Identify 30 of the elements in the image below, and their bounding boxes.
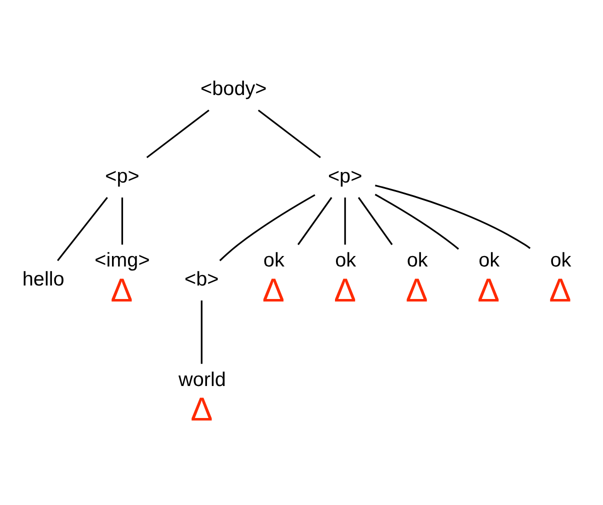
connector <box>219 194 316 261</box>
connector <box>374 184 531 248</box>
node-label: Δ <box>262 272 284 310</box>
connector <box>200 300 202 364</box>
node-label: Δ <box>334 272 356 310</box>
connector <box>344 197 346 244</box>
node-text: <body> <box>200 78 267 100</box>
node-text: ok <box>406 249 428 272</box>
node-text: ok <box>335 249 356 272</box>
node-label: Δ <box>477 272 500 310</box>
connector <box>258 109 321 158</box>
node-text: ok <box>478 249 500 272</box>
connector <box>358 196 393 245</box>
connector <box>121 197 124 244</box>
connector <box>57 196 108 261</box>
node-text: world <box>178 368 226 390</box>
node-text: <p> <box>105 164 140 187</box>
node-label: Δ <box>406 272 428 310</box>
connector <box>297 196 332 245</box>
node-label: Δ <box>190 391 213 428</box>
node-text: <b> <box>184 268 219 290</box>
node-text: ok <box>263 249 284 272</box>
node-text: ok <box>550 249 572 272</box>
node-text: hello <box>22 268 64 290</box>
node-label: Δ <box>110 272 133 310</box>
node-text: <p> <box>328 164 362 187</box>
node-text: <img> <box>94 249 150 272</box>
connector <box>374 193 460 250</box>
node-label: Δ <box>549 272 572 310</box>
connector <box>146 109 210 158</box>
